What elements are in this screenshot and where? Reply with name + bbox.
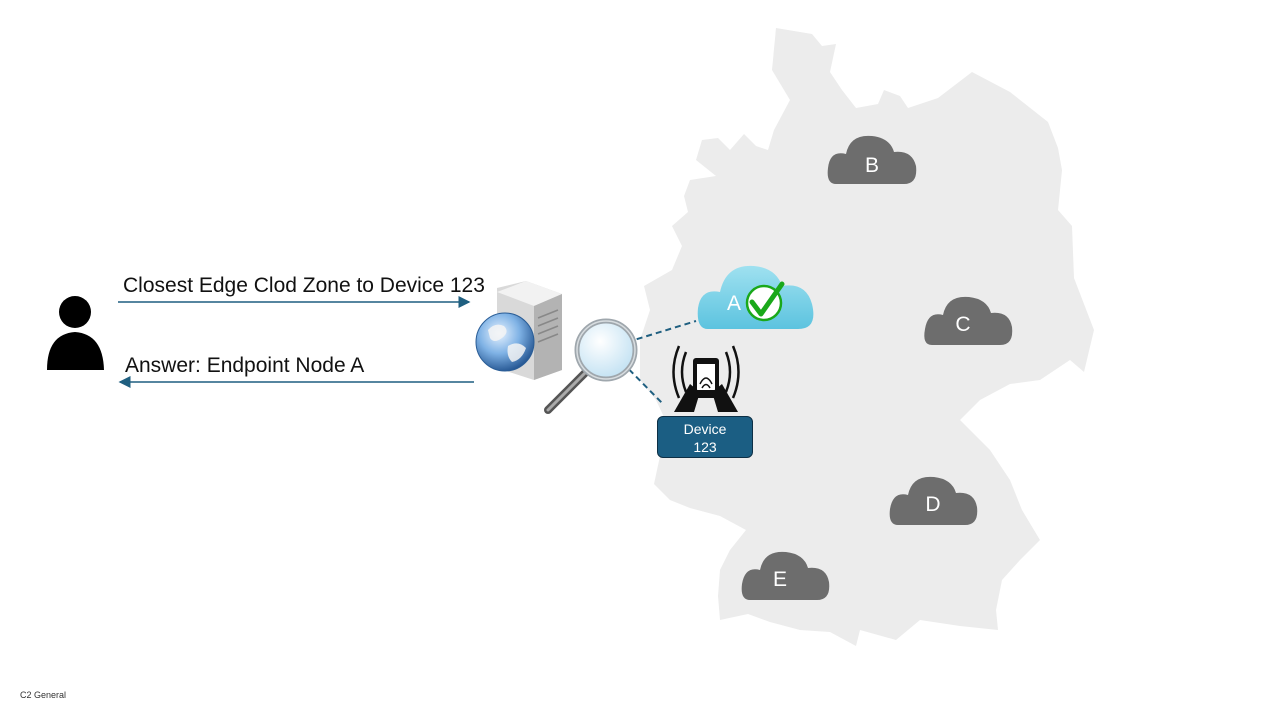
- cloud-zone-b: [827, 135, 917, 184]
- device-label-line2: 123: [693, 439, 717, 455]
- check-mark: [749, 281, 785, 317]
- zone-label-a: A: [726, 292, 741, 315]
- cloud-zone-d: [889, 476, 978, 525]
- magnifier-icon: [544, 318, 638, 414]
- zone-label-d: D: [925, 493, 941, 516]
- zone-label-c: C: [955, 313, 971, 336]
- device-label-box: Device 123: [657, 416, 753, 458]
- germany-map: [640, 28, 1094, 646]
- zone-label-e: E: [772, 568, 787, 591]
- device-label-line1: Device: [683, 421, 727, 437]
- answer-label: Answer: Endpoint Node A: [125, 354, 365, 377]
- request-label: Closest Edge Clod Zone to Device 123: [123, 274, 485, 297]
- globe-icon: [475, 312, 535, 372]
- cloud-zone-c: [924, 296, 1013, 345]
- device-phone-icon: [672, 345, 740, 412]
- cloud-zone-e: [741, 551, 830, 600]
- classification-footer: C2 General: [20, 690, 67, 700]
- zone-label-b: B: [864, 154, 879, 177]
- user-icon: [47, 296, 104, 370]
